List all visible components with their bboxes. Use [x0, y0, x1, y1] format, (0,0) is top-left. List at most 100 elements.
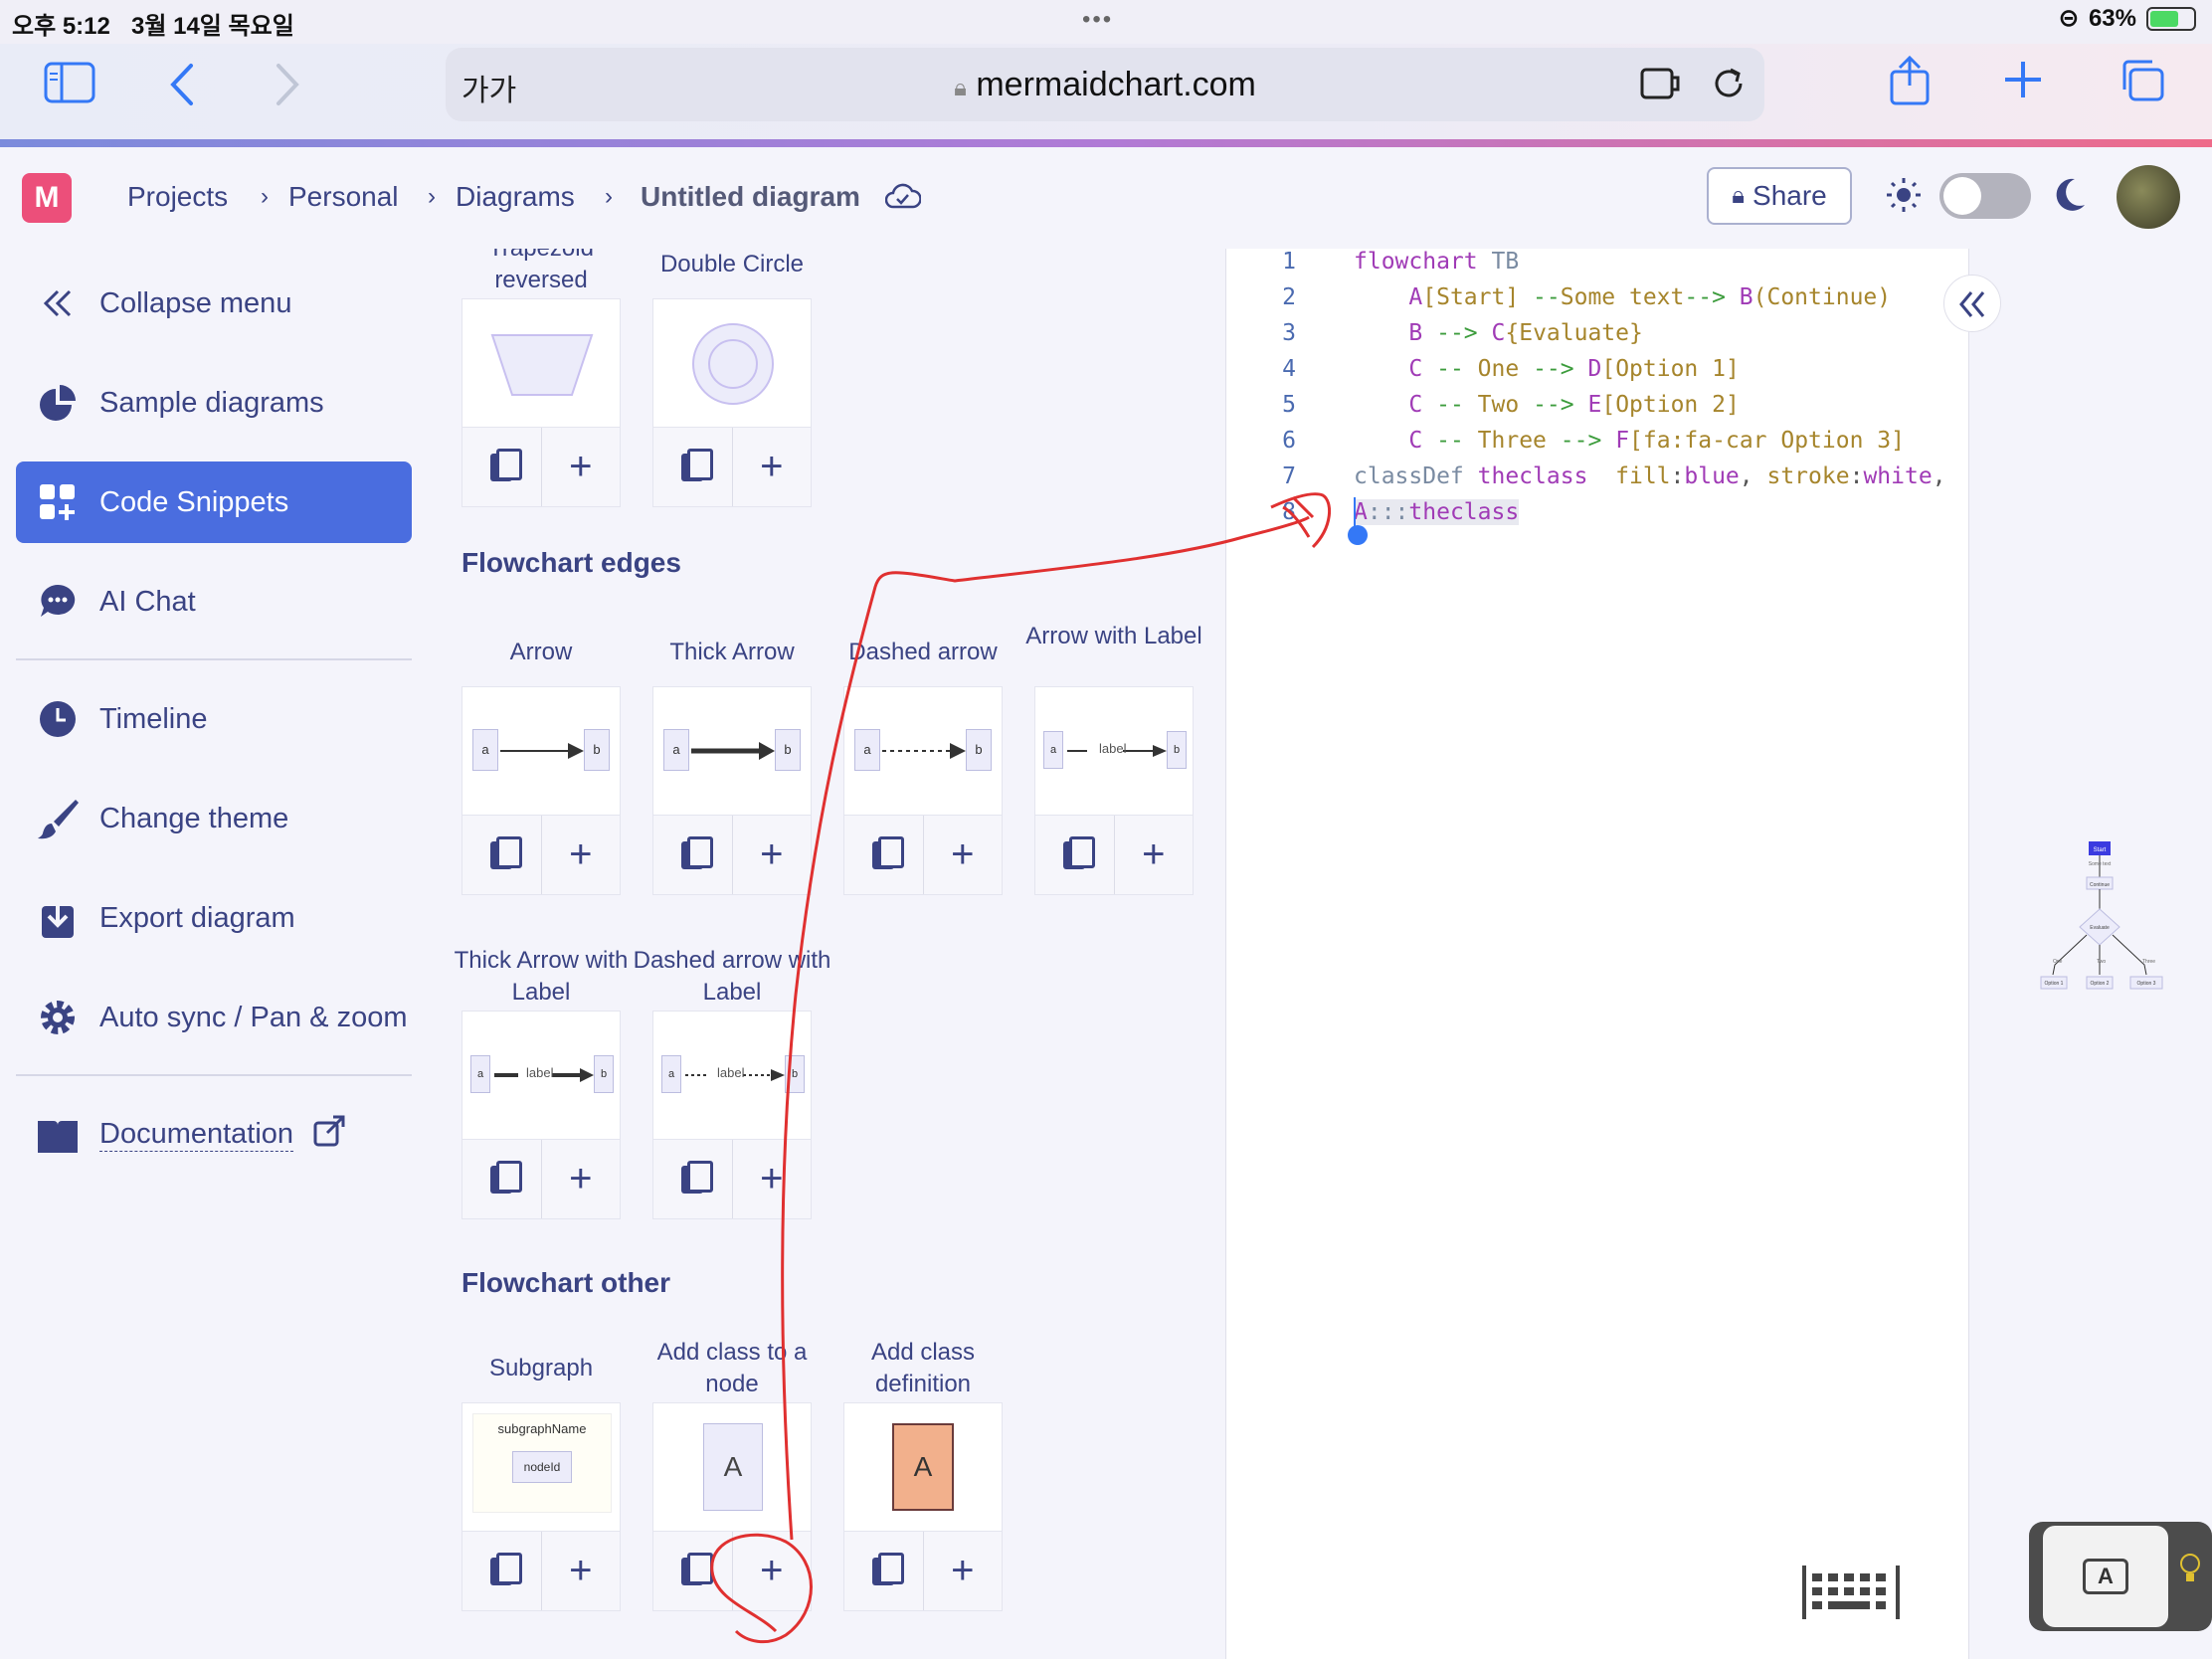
- theme-toggle[interactable]: [1939, 173, 2031, 219]
- tabs-overview-icon[interactable]: [2119, 58, 2166, 103]
- add-snippet-button[interactable]: +: [733, 1532, 812, 1610]
- sidebar-item-export[interactable]: Export diagram: [16, 877, 412, 959]
- copy-icon: [681, 835, 714, 869]
- snippet-label: Dashed arrow with Label: [633, 947, 831, 1006]
- sidebar-divider: [16, 658, 412, 660]
- snippet-label: Double Circle: [659, 251, 805, 277]
- copy-snippet-button[interactable]: [653, 1140, 733, 1218]
- sidebar-item-timeline[interactable]: Timeline: [16, 678, 412, 760]
- code-line-3[interactable]: B --> C{Evaluate}: [1408, 320, 1643, 346]
- snippet-label: Arrow: [509, 639, 573, 665]
- url-display[interactable]: 🔒︎ mermaidchart.com: [446, 66, 1764, 104]
- chat-bubble-icon: [36, 580, 80, 624]
- forward-icon[interactable]: [273, 62, 302, 107]
- code-line-8[interactable]: A:::theclass: [1354, 499, 1520, 525]
- sidebar-item-sample-diagrams[interactable]: Sample diagrams: [16, 362, 412, 444]
- copy-snippet-button[interactable]: [653, 1532, 733, 1610]
- add-snippet-button[interactable]: +: [924, 1532, 1003, 1610]
- share-button[interactable]: 🔒︎ Share: [1707, 167, 1852, 225]
- copy-snippet-button[interactable]: [844, 1532, 924, 1610]
- sun-icon[interactable]: [1886, 177, 1922, 213]
- add-snippet-button[interactable]: +: [924, 816, 1003, 894]
- copy-snippet-button[interactable]: [653, 816, 733, 894]
- code-line-4[interactable]: C -- One --> D[Option 1]: [1408, 356, 1740, 382]
- moon-icon[interactable]: [2051, 175, 2087, 215]
- copy-snippet-button[interactable]: [1035, 816, 1115, 894]
- multitask-dots-icon[interactable]: •••: [1082, 6, 1114, 33]
- snippet-label: Thick Arrow with Label: [454, 947, 629, 1006]
- address-bar[interactable]: 가가 🔒︎ mermaidchart.com: [446, 48, 1764, 121]
- code-line-1[interactable]: flowchart TB: [1354, 249, 1520, 275]
- node-b: b: [775, 729, 801, 771]
- breadcrumb-personal[interactable]: Personal: [288, 181, 399, 212]
- add-snippet-button[interactable]: +: [733, 1140, 812, 1218]
- code-line-2[interactable]: A[Start] --Some text--> B(Continue): [1408, 284, 1892, 310]
- add-snippet-button[interactable]: +: [733, 816, 812, 894]
- browser-toolbar: 가가 🔒︎ mermaidchart.com: [0, 44, 2212, 141]
- sidebar-item-collapse[interactable]: Collapse menu: [16, 263, 412, 344]
- line-number: 3: [1282, 320, 1296, 346]
- copy-snippet-button[interactable]: [462, 1140, 542, 1218]
- copy-snippet-button[interactable]: [462, 1532, 542, 1610]
- sidebar-item-documentation[interactable]: Documentation: [16, 1094, 412, 1176]
- snippet-label: Thick Arrow: [669, 639, 795, 665]
- keyboard-switch-widget[interactable]: A: [2029, 1522, 2212, 1631]
- diagram-title[interactable]: Untitled diagram: [641, 181, 860, 212]
- line-number: 2: [1282, 284, 1296, 310]
- add-snippet-button[interactable]: +: [542, 1140, 621, 1218]
- code-line-5[interactable]: C -- Two --> E[Option 2]: [1408, 392, 1740, 418]
- add-snippet-button[interactable]: +: [542, 1532, 621, 1610]
- link-icon: ⊝: [2058, 5, 2079, 32]
- copy-snippet-button[interactable]: [653, 428, 733, 506]
- add-snippet-button[interactable]: +: [1115, 816, 1194, 894]
- sidebar-item-label: Sample diagrams: [99, 386, 324, 419]
- plus-icon: +: [569, 1157, 593, 1200]
- mini-some-text: Some text: [2089, 861, 2112, 867]
- app-header: M Projects › Personal › Diagrams › Untit…: [0, 147, 2212, 249]
- copy-snippet-button[interactable]: [844, 816, 924, 894]
- sidebar-item-auto-sync[interactable]: Auto sync / Pan & zoom: [16, 977, 412, 1058]
- sidebar-item-ai-chat[interactable]: AI Chat: [16, 561, 412, 643]
- back-icon[interactable]: [167, 62, 197, 107]
- download-icon: [36, 896, 80, 940]
- code-line-7[interactable]: classDef theclass fill:blue, stroke:whit…: [1354, 463, 1946, 489]
- breadcrumb-diagrams[interactable]: Diagrams: [456, 181, 575, 212]
- share-sheet-icon[interactable]: [1888, 54, 1932, 105]
- keyboard-icon[interactable]: [1798, 1560, 1906, 1625]
- lightbulb-icon[interactable]: [2178, 1552, 2202, 1587]
- collapse-editor-button[interactable]: [1943, 275, 2001, 332]
- add-snippet-button[interactable]: +: [542, 816, 621, 894]
- snippet-preview: A: [843, 1402, 1003, 1532]
- snippet-label: Trapezoid reversed: [488, 249, 594, 293]
- sidebar-item-change-theme[interactable]: Change theme: [16, 778, 412, 859]
- sidebar-item-code-snippets[interactable]: Code Snippets: [16, 461, 412, 543]
- text-cursor: [1354, 497, 1356, 527]
- breadcrumb-projects[interactable]: Projects: [127, 181, 229, 212]
- mermaid-logo[interactable]: M: [22, 173, 72, 223]
- status-date: 3월 14일 목요일: [131, 13, 294, 40]
- mini-evaluate: Evaluate: [2090, 925, 2110, 931]
- text-size-button[interactable]: 가가: [461, 75, 517, 107]
- line-number: 6: [1282, 428, 1296, 454]
- add-snippet-button[interactable]: +: [542, 428, 621, 506]
- extension-icon[interactable]: [1639, 64, 1683, 103]
- snippet-preview: subgraphName nodeId: [461, 1402, 621, 1532]
- code-line-6[interactable]: C -- Three --> F[fa:fa-car Option 3]: [1408, 428, 1905, 454]
- new-tab-icon[interactable]: [2003, 60, 2043, 99]
- sidebar-item-label: Export diagram: [99, 901, 295, 934]
- copy-icon: [490, 1160, 523, 1194]
- selection-handle[interactable]: [1348, 525, 1368, 545]
- minimap-svg: Start Some text Continue Evaluate One Tw…: [2040, 841, 2163, 990]
- plus-icon: +: [760, 1157, 784, 1200]
- code-editor[interactable]: 1 2 3 4 5 6 7 8 flowchart TB A[Start] --…: [1225, 249, 1969, 1659]
- reload-icon[interactable]: [1709, 62, 1749, 105]
- add-snippet-button[interactable]: +: [733, 428, 812, 506]
- keyboard-a-icon: A: [2083, 1559, 2128, 1594]
- node-b: b: [584, 729, 610, 771]
- avatar[interactable]: [2117, 165, 2180, 229]
- diagram-preview-minimap[interactable]: Start Some text Continue Evaluate One Tw…: [2009, 835, 2208, 1074]
- plus-icon: +: [569, 1549, 593, 1592]
- copy-snippet-button[interactable]: [462, 816, 542, 894]
- sidebar-toggle-icon[interactable]: [44, 62, 95, 105]
- copy-snippet-button[interactable]: [462, 428, 542, 506]
